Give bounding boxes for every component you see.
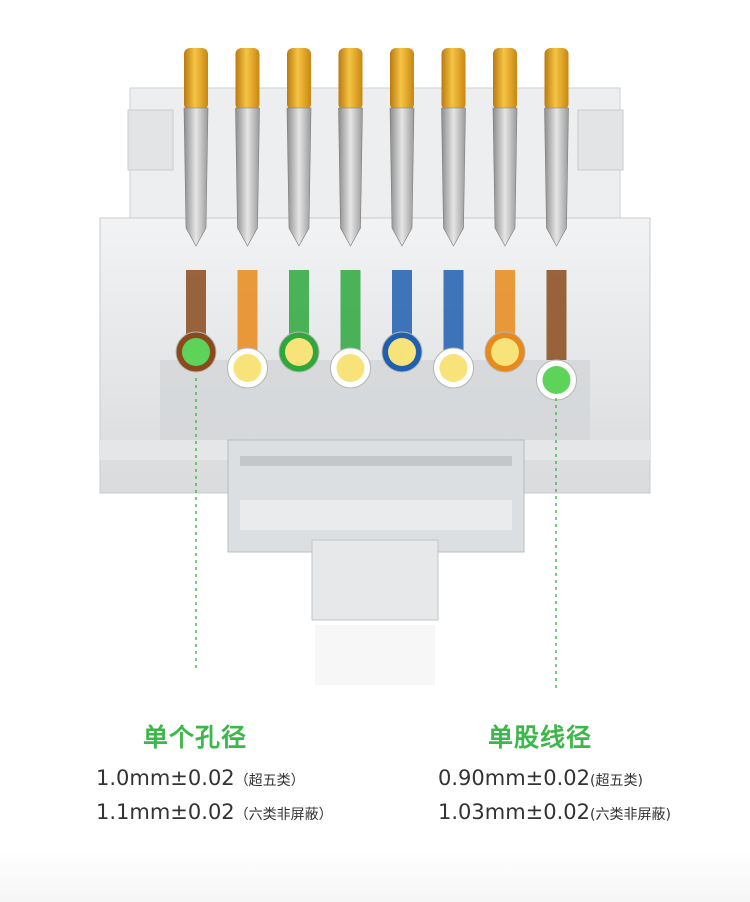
spec-value: 1.0mm±0.02	[96, 766, 235, 790]
wire-core	[336, 354, 365, 382]
spec-line: 1.0mm±0.02（超五类）	[96, 766, 386, 790]
contact-pin-blade	[389, 107, 415, 247]
contact-pin-gold	[287, 48, 311, 110]
contact-pin-blade	[183, 107, 209, 247]
spec-note: (六类非屏蔽)	[590, 807, 671, 823]
wire-core	[439, 354, 468, 382]
spec-value: 0.90mm±0.02	[438, 766, 591, 790]
contact-pin-gold	[493, 48, 517, 110]
latch-tab	[227, 439, 525, 685]
contact-pin-gold	[338, 48, 363, 110]
contact-pin-blade	[544, 107, 569, 247]
wire-channel	[443, 270, 464, 360]
spec-note: (超五类)	[590, 773, 643, 789]
wire-core	[285, 338, 313, 366]
wire-gauge-heading: 单股线径	[488, 723, 593, 752]
hole-diameter-specs: 单个孔径 1.0mm±0.02（超五类） 1.1mm±0.02（六类非屏蔽）	[96, 718, 386, 834]
wire-gauge-specs: 单股线径 0.90mm±0.02(超五类) 1.03mm±0.02(六类非屏蔽)	[438, 718, 738, 834]
hole-diameter-heading: 单个孔径	[143, 723, 248, 752]
spec-value: 1.1mm±0.02	[96, 800, 235, 824]
reflection-fade	[0, 850, 750, 902]
spec-line: 0.90mm±0.02(超五类)	[438, 766, 738, 790]
contact-pin-gold	[390, 48, 414, 110]
wire-channel	[340, 270, 361, 360]
contact-pin-blade	[492, 107, 518, 247]
spec-line: 1.1mm±0.02（六类非屏蔽）	[96, 800, 386, 824]
contact-pin-gold	[235, 48, 260, 110]
wire-core	[182, 338, 210, 366]
wire-core	[491, 338, 519, 366]
spec-note: （六类非屏蔽）	[234, 807, 333, 823]
contact-pin-blade	[338, 107, 363, 247]
wire-core	[542, 366, 571, 394]
contact-pin-gold	[544, 48, 569, 110]
spec-value: 1.03mm±0.02	[438, 800, 591, 824]
contact-pin-blade	[441, 107, 466, 247]
wire-channel	[546, 270, 567, 360]
contact-pin-blade	[286, 107, 312, 247]
spec-note: （超五类）	[234, 773, 305, 789]
contact-pin-gold	[184, 48, 208, 110]
gold-contact-pins	[183, 48, 569, 247]
spec-line: 1.03mm±0.02(六类非屏蔽)	[438, 800, 738, 824]
contact-pin-gold	[441, 48, 466, 110]
wire-core	[233, 354, 262, 382]
contact-pin-blade	[235, 107, 260, 247]
wire-conductors	[175, 270, 577, 401]
wire-core	[388, 338, 416, 366]
wire-channel	[237, 270, 258, 360]
